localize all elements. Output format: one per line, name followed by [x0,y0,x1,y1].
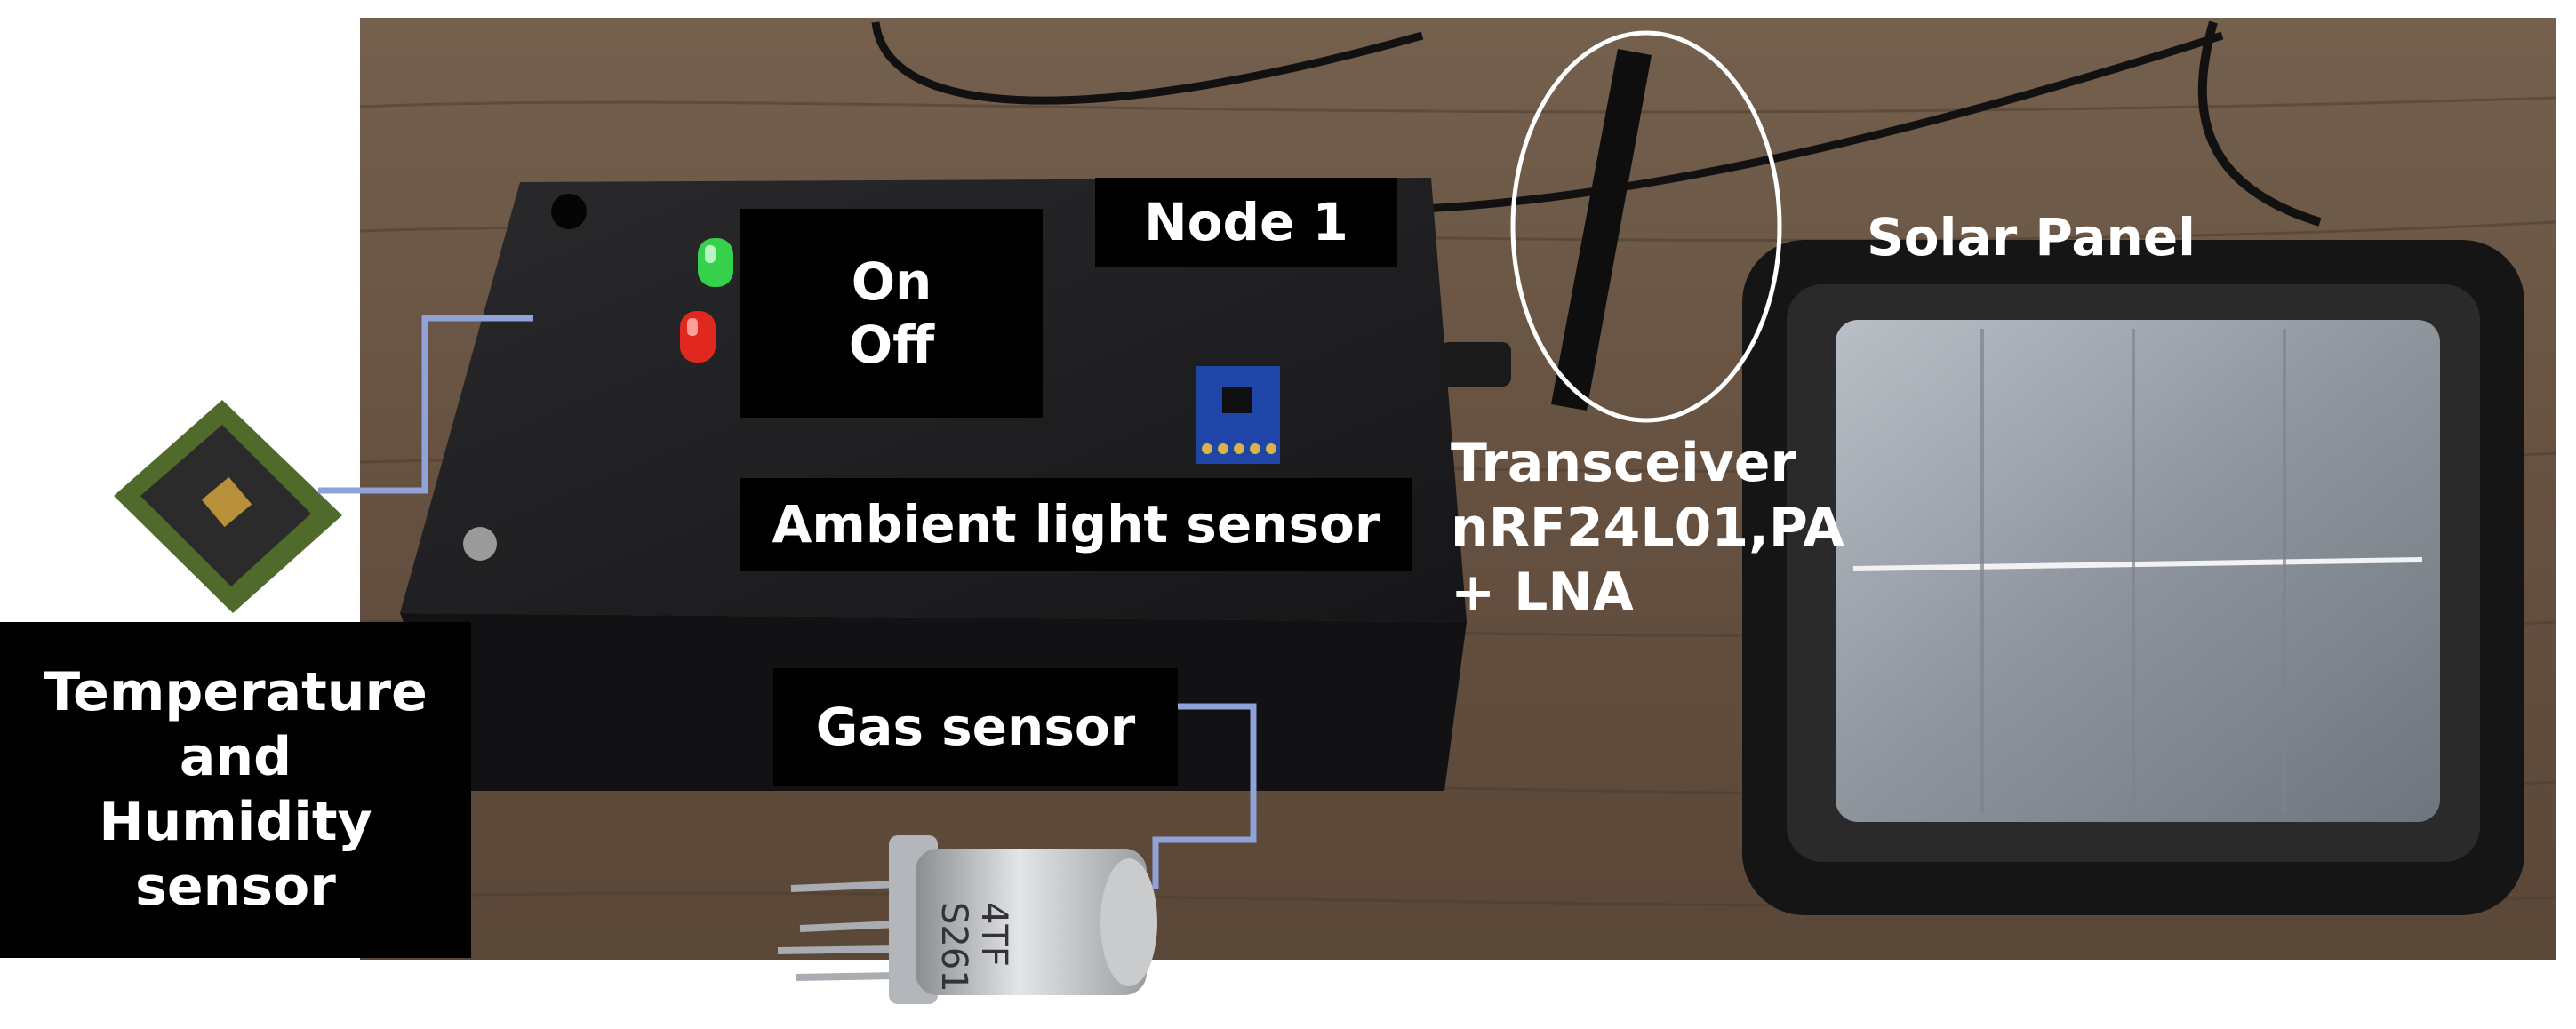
label-transceiver-line-1: Transceiver [1451,432,1797,494]
label-temp-line-1: Temperature [44,660,428,723]
label-temp-line-4: sensor [135,856,336,919]
label-on-text: On [851,251,932,312]
antenna-icon [1440,49,1652,411]
led-green-icon [698,238,733,287]
led-red-icon [680,311,716,363]
cable [1421,31,2224,213]
gas-sensor-connector [1133,703,1257,889]
label-node-1: Node 1 [1095,178,1397,267]
cable [871,21,1424,105]
label-transceiver: Transceiver nRF24L01,PA + LNA [1451,431,1844,626]
label-temperature-humidity: Temperature and Humidity sensor [0,622,471,958]
cable [2197,20,2322,227]
gas-sensor-can-icon: S261 4TF [777,835,1157,1004]
antenna-callout-ring [1510,30,1782,423]
label-solar-panel: Solar Panel [1867,206,2196,269]
label-gas-sensor: Gas sensor [773,668,1178,786]
label-transceiver-line-2: nRF24L01,PA [1451,497,1844,560]
label-ambient-light-text: Ambient light sensor [772,494,1380,555]
temp-sensor-connector [318,315,533,494]
label-transceiver-line-3: + LNA [1451,562,1635,625]
label-solar-panel-text: Solar Panel [1867,207,2196,267]
sensor-chip-icon [114,400,342,613]
label-node-1-text: Node 1 [1144,191,1348,252]
label-on-off: On Off [740,209,1043,418]
label-temp-line-3: Humidity [99,791,372,853]
gas-can-marking-2: 4TF [973,902,1014,967]
label-off-text: Off [848,314,935,375]
solar-panel-icon [1742,240,2524,915]
label-ambient-light-sensor: Ambient light sensor [740,478,1412,571]
label-temp-line-2: and [179,725,292,788]
light-sensor-board-icon [1196,366,1280,464]
gas-can-marking-1: S261 [933,902,974,993]
label-gas-sensor-text: Gas sensor [815,696,1136,757]
